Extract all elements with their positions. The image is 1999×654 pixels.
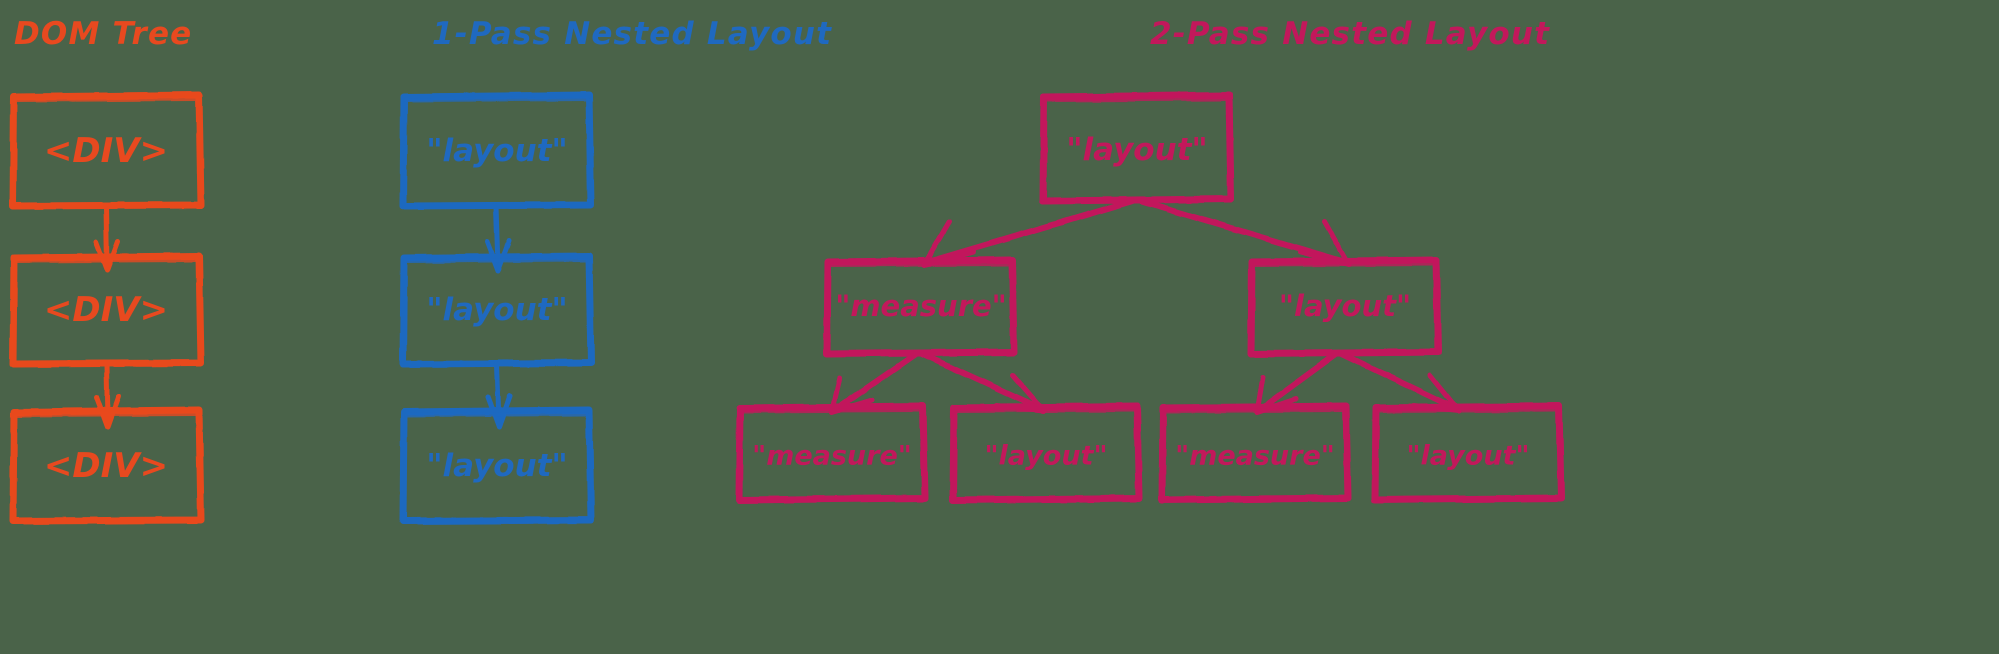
onepass-node-label-3: "layout" xyxy=(426,448,568,484)
onepass-node-label-2: "layout" xyxy=(426,292,568,328)
dom-node-label-1: <DIV> xyxy=(43,131,169,171)
twopass-edge-mid-right-1 xyxy=(1259,351,1339,411)
one-pass-graphics xyxy=(399,91,595,525)
twopass-edge-root-left xyxy=(925,198,1136,265)
twopass-bottom-label-3: "measure" xyxy=(1175,440,1335,472)
twopass-layout-box-b4 xyxy=(1371,402,1565,504)
twopass-edge-mid-left-2 xyxy=(919,351,1043,411)
twopass-root-label: "layout" xyxy=(1066,132,1208,168)
twopass-layout-box-mid xyxy=(1247,256,1442,358)
twopass-measure-box-mid xyxy=(823,256,1018,358)
onepass-node-box-2 xyxy=(399,252,595,368)
column-title-dom-tree: DOM Tree xyxy=(14,16,193,52)
twopass-root-box xyxy=(1039,91,1235,205)
twopass-edge-mid-right-2 xyxy=(1339,351,1458,411)
twopass-measure-box-b1 xyxy=(735,402,929,504)
dom-node-box-1 xyxy=(9,91,205,210)
dom-node-box-3 xyxy=(9,406,205,525)
two-pass-graphics xyxy=(735,91,1565,504)
twopass-measure-box-b3 xyxy=(1158,402,1352,504)
twopass-mid-label-left: "measure" xyxy=(835,289,1007,323)
onepass-node-label-1: "layout" xyxy=(426,133,568,169)
twopass-mid-label-right: "layout" xyxy=(1278,289,1412,323)
twopass-edge-root-right xyxy=(1137,198,1348,265)
onepass-node-box-3 xyxy=(399,406,595,525)
column-title-one-pass: 1-Pass Nested Layout xyxy=(432,16,833,52)
twopass-edge-mid-left-1 xyxy=(835,351,919,411)
twopass-bottom-label-2: "layout" xyxy=(984,440,1108,472)
dom-node-box-2 xyxy=(9,252,205,368)
dom-node-label-2: <DIV> xyxy=(43,290,169,330)
dom-tree-graphics xyxy=(9,91,205,525)
twopass-bottom-label-1: "measure" xyxy=(752,440,912,472)
onepass-node-box-1 xyxy=(399,91,595,210)
dom-node-label-3: <DIV> xyxy=(43,446,169,486)
column-title-two-pass: 2-Pass Nested Layout xyxy=(1150,16,1551,52)
twopass-layout-box-b2 xyxy=(949,402,1143,504)
twopass-bottom-label-4: "layout" xyxy=(1406,440,1530,472)
